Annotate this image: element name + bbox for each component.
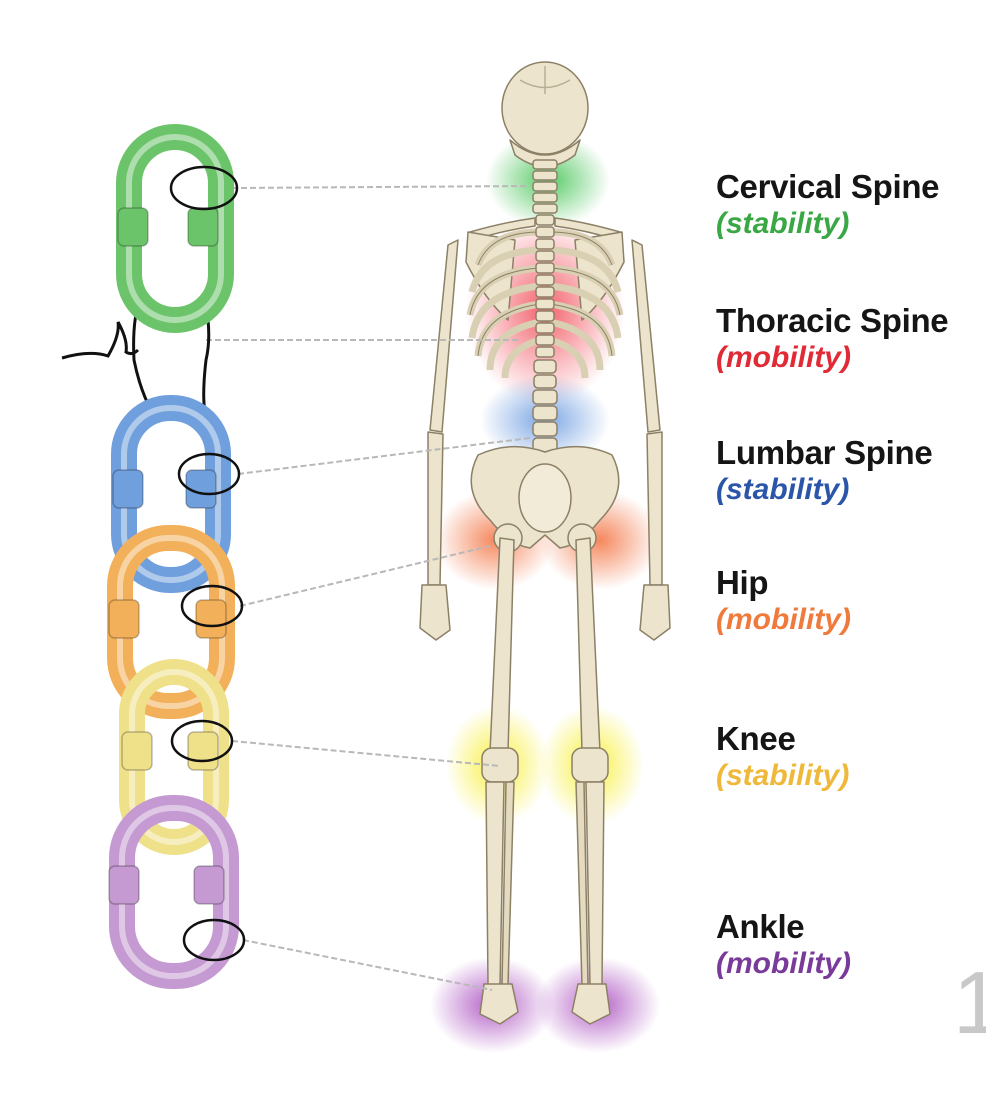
knee-title: Knee: [716, 720, 976, 758]
left-hand: [420, 585, 450, 640]
label-ankle: Ankle (mobility): [716, 908, 976, 982]
cervical-vertebrae: [533, 160, 557, 213]
hip-role: (mobility): [716, 602, 976, 638]
page-number: 1: [953, 958, 986, 1048]
lumbar-title: Lumbar Spine: [716, 434, 976, 472]
ankle-role: (mobility): [716, 946, 976, 982]
chain-link-cervical: [118, 137, 221, 320]
left-tibia: [486, 782, 504, 985]
left-humerus: [430, 240, 458, 432]
link-cervical-clamp-left: [118, 208, 148, 246]
hip-title: Hip: [716, 564, 976, 602]
label-lumbar: Lumbar Spine (stability): [716, 434, 976, 508]
right-tibia: [586, 782, 604, 985]
thoracic-title: Thoracic Spine: [716, 302, 976, 340]
thoracic-role: (mobility): [716, 340, 976, 376]
right-knee-joint: [572, 748, 608, 782]
right-hand: [640, 585, 670, 640]
link-ankle-clamp-right: [194, 866, 224, 904]
sacrum: [519, 464, 571, 532]
label-cervical: Cervical Spine (stability): [716, 168, 976, 242]
link-hip-clamp-left: [109, 600, 139, 638]
cervical-title: Cervical Spine: [716, 168, 976, 206]
cervical-role: (stability): [716, 206, 976, 242]
label-hip: Hip (mobility): [716, 564, 976, 638]
link-ankle-clamp-left: [109, 866, 139, 904]
label-knee: Knee (stability): [716, 720, 976, 794]
link-hip-clamp-right: [196, 600, 226, 638]
right-humerus: [632, 240, 660, 432]
connector-hip: [240, 546, 490, 606]
right-forearm: [647, 432, 662, 585]
link-knee-clamp-right: [188, 732, 218, 770]
link-lumbar-clamp-left: [113, 470, 143, 508]
link-cervical-clamp-right: [188, 208, 218, 246]
knee-role: (stability): [716, 758, 976, 794]
lumbar-role: (stability): [716, 472, 976, 508]
link-knee-clamp-left: [122, 732, 152, 770]
connector-cervical: [232, 186, 530, 188]
ankle-title: Ankle: [716, 908, 976, 946]
chain: [62, 137, 244, 976]
label-thoracic: Thoracic Spine (mobility): [716, 302, 976, 376]
left-forearm: [428, 432, 443, 585]
